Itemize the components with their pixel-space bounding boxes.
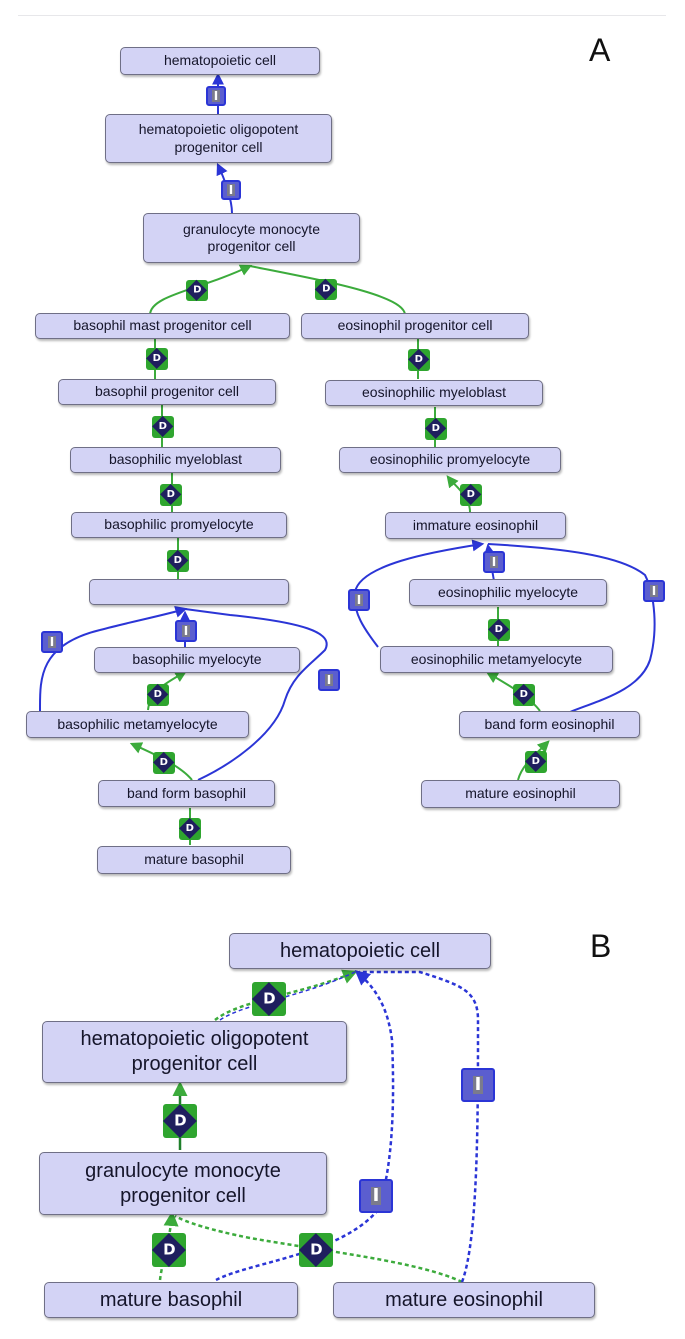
edge-is-a	[353, 539, 485, 648]
is-a-badge: I	[318, 669, 340, 691]
develops-from-badge: D	[146, 348, 168, 370]
edge-is-a	[38, 606, 188, 712]
node-hematopoietic-cell[interactable]: hematopoietic cell	[120, 47, 320, 75]
node-b-mature-eosinophil[interactable]: mature eosinophil	[333, 1282, 595, 1318]
develops-from-badge: D	[408, 349, 430, 371]
edge-is-a	[184, 608, 328, 781]
node-mature-basophil[interactable]: mature basophil	[97, 846, 291, 874]
develops-from-badge: D	[163, 1104, 197, 1138]
develops-from-badge: D	[152, 416, 174, 438]
node-basophil-mast-progenitor-cell[interactable]: basophil mast progenitor cell	[35, 313, 290, 339]
node-basophilic-myelocyte[interactable]: basophilic myelocyte	[94, 647, 300, 673]
is-a-badge: I	[221, 180, 241, 200]
node-band-form-basophil[interactable]: band form basophil	[98, 780, 275, 807]
panel-label-a: A	[589, 32, 611, 68]
develops-from-badge: D	[315, 278, 337, 301]
develops-from-badge: D	[153, 752, 175, 774]
node-basophilic-myeloblast[interactable]: basophilic myeloblast	[70, 447, 281, 473]
develops-from-badge: D	[299, 1233, 333, 1267]
is-a-badge: I	[483, 551, 505, 573]
node-hematopoietic-oligopotent-progenitor-cell[interactable]: hematopoietic oligopotent progenitor cel…	[105, 114, 332, 163]
edge-develops-from-dashed	[174, 1214, 463, 1284]
node-immature-basophil[interactable]	[89, 579, 289, 605]
node-eosinophilic-metamyelocyte[interactable]: eosinophilic metamyelocyte	[380, 646, 613, 673]
edge-is-a-dashed	[215, 970, 395, 1282]
node-eosinophil-progenitor-cell[interactable]: eosinophil progenitor cell	[301, 313, 529, 339]
develops-from-badge: D	[513, 684, 535, 706]
develops-from-badge: D	[488, 619, 510, 641]
develops-from-badge: D	[186, 279, 208, 302]
edge-develops-from	[249, 265, 406, 316]
edge-is-a-dashed	[359, 970, 480, 1283]
node-b-mature-basophil[interactable]: mature basophil	[44, 1282, 298, 1318]
node-mature-eosinophil[interactable]: mature eosinophil	[421, 780, 620, 808]
develops-from-badge: D	[252, 982, 286, 1016]
node-immature-eosinophil[interactable]: immature eosinophil	[385, 512, 566, 539]
node-basophil-progenitor-cell[interactable]: basophil progenitor cell	[58, 379, 276, 405]
is-a-badge: I	[359, 1179, 393, 1213]
is-a-badge: I	[206, 86, 226, 106]
is-a-badge: I	[41, 631, 63, 653]
edge-is-a-dashed	[219, 971, 356, 1021]
develops-from-badge: D	[179, 818, 201, 840]
is-a-badge: I	[643, 580, 665, 602]
develops-from-badge: D	[152, 1233, 186, 1267]
node-basophilic-promyelocyte[interactable]: basophilic promyelocyte	[71, 512, 287, 538]
develops-from-badge: D	[147, 684, 169, 706]
edge-develops-from	[149, 264, 253, 316]
node-b-hematopoietic-cell[interactable]: hematopoietic cell	[229, 933, 491, 969]
node-granulocyte-monocyte-progenitor-cell[interactable]: granulocyte monocyte progenitor cell	[143, 213, 360, 263]
develops-from-badge: D	[460, 484, 482, 506]
is-a-badge: I	[461, 1068, 495, 1102]
develops-from-badge: D	[525, 751, 547, 773]
develops-from-badge: D	[425, 418, 447, 440]
develops-from-badge: D	[167, 550, 189, 572]
is-a-badge: I	[175, 620, 197, 642]
node-b-granulocyte-monocyte-progenitor-cell[interactable]: granulocyte monocyte progenitor cell	[39, 1152, 327, 1215]
edge-is-a	[487, 543, 656, 713]
node-eosinophilic-promyelocyte[interactable]: eosinophilic promyelocyte	[339, 447, 561, 473]
node-eosinophilic-myeloblast[interactable]: eosinophilic myeloblast	[325, 380, 543, 406]
develops-from-badge: D	[160, 484, 182, 506]
node-basophilic-metamyelocyte[interactable]: basophilic metamyelocyte	[26, 711, 249, 738]
node-b-hematopoietic-oligopotent-progenitor-cell[interactable]: hematopoietic oligopotent progenitor cel…	[42, 1021, 347, 1083]
node-band-form-eosinophil[interactable]: band form eosinophil	[459, 711, 640, 738]
node-eosinophilic-myelocyte[interactable]: eosinophilic myelocyte	[409, 579, 607, 606]
panel-label-b: B	[590, 928, 612, 964]
top-divider	[18, 15, 666, 16]
is-a-badge: I	[348, 589, 370, 611]
